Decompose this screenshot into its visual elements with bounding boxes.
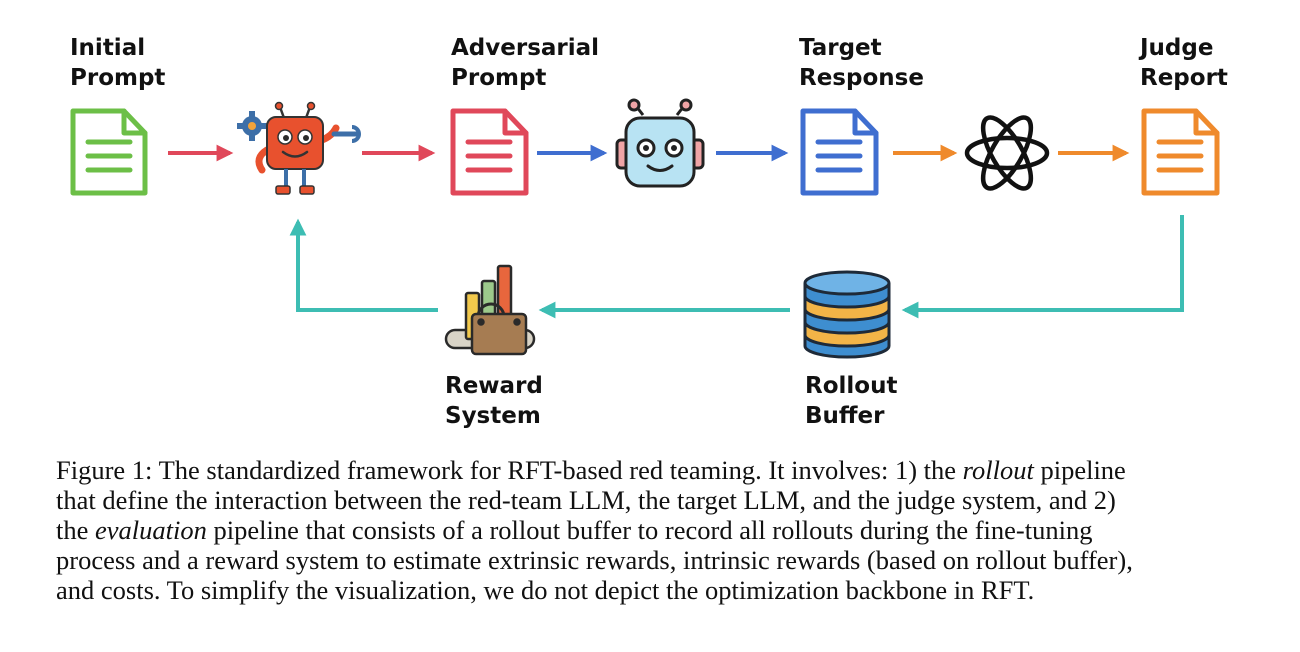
caption-emphasis: evaluation [95,515,207,545]
figure-caption: Figure 1: The standardized framework for… [56,455,1256,605]
caption-line: process and a reward system to estimate … [56,545,1256,575]
caption-text: the [56,515,95,545]
caption-text: Figure 1: The standardized framework for… [56,455,963,485]
caption-emphasis: rollout [962,455,1034,485]
rollout-buffer-label: Rollout Buffer [805,373,898,429]
connector-reward-to-redteam [289,218,438,312]
adversarial-prompt-document-icon [450,108,529,196]
caption-line: and costs. To simplify the visualization… [56,575,1256,605]
caption-text: that define the interaction between the … [56,485,1116,515]
red-team-robot-icon [237,101,361,195]
caption-text: process and a reward system to estimate … [56,545,1133,575]
initial-prompt-document-icon [70,108,148,196]
caption-line: Figure 1: The standardized framework for… [56,455,1256,485]
target-response-label: Target Response [799,35,924,91]
database-icon [803,270,891,359]
caption-line: that define the interaction between the … [56,485,1256,515]
adversarial-prompt-label: Adversarial Prompt [451,35,600,91]
judge-report-document-icon [1141,108,1220,196]
initial-prompt-label: Initial Prompt [70,35,166,91]
target-robot-head-icon [615,98,705,188]
judge-report-label: Judge Report [1140,35,1228,91]
connector-report-to-buffer [901,215,1184,319]
gear-icon [237,111,267,141]
reward-system-label: Reward System [445,373,543,429]
caption-text: and costs. To simplify the visualization… [56,575,1035,605]
openai-logo-icon [964,115,1050,191]
wrench-icon [331,125,361,143]
shopping-bag-chart-icon [444,264,536,356]
target-response-document-icon [800,108,879,196]
caption-text: pipeline that consists of a rollout buff… [206,515,1093,545]
caption-text: pipeline [1033,455,1126,485]
caption-line: the evaluation pipeline that consists of… [56,515,1256,545]
pipeline-diagram [70,98,1220,359]
